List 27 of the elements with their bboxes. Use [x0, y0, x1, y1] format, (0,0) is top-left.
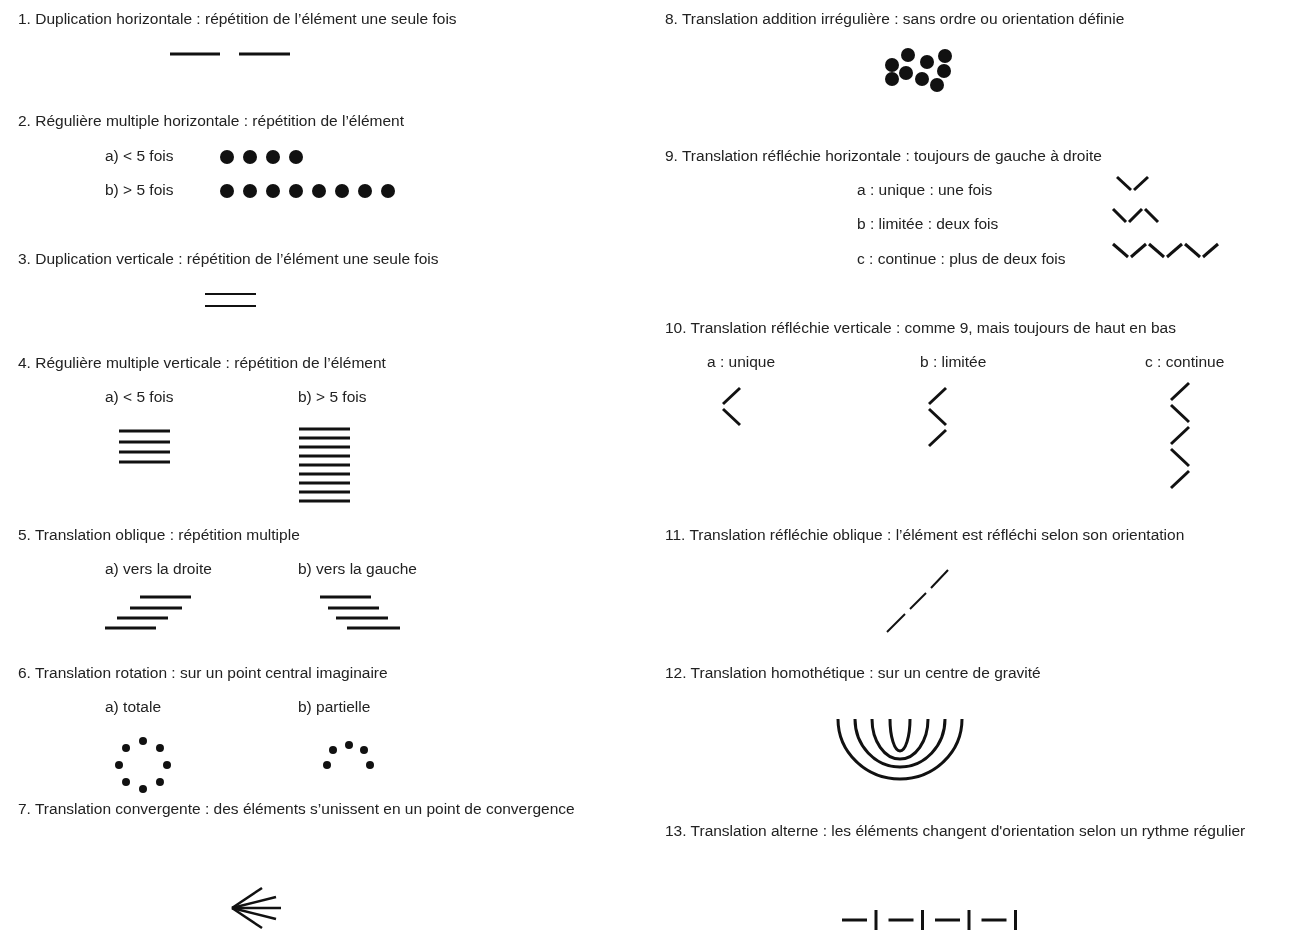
section-heading: 1. Duplication horizontale : répétition de l’élément une seule fois [18, 9, 457, 28]
section-heading: 10. Translation réfléchie verticale : comme 9, mais toujours de haut en bas [665, 318, 1176, 337]
section-heading: 2. Régulière multiple horizontale : répétition de l’élément [18, 111, 404, 130]
option-label: b) partielle [298, 697, 371, 716]
section-heading: 5. Translation oblique : répétition multiple [18, 525, 300, 544]
option-label: a : unique : une fois [857, 180, 993, 199]
section-heading: 12. Translation homothétique : sur un centre de gravité [665, 663, 1041, 682]
option-label: c : continue [1145, 352, 1225, 371]
option-label: b) vers la gauche [298, 559, 417, 578]
section-heading: 6. Translation rotation : sur un point central imaginaire [18, 663, 388, 682]
section-heading: 7. Translation convergente : des éléments s’unissent en un point de convergence [18, 799, 576, 818]
option-label: b : limitée : deux fois [857, 214, 999, 233]
section-heading: 13. Translation alterne : les éléments changent d'orientation selon un rythme régulier [665, 821, 1247, 840]
option-label: a) < 5 fois [105, 387, 174, 406]
option-label: a : unique [707, 352, 776, 371]
option-label: a) vers la droite [105, 559, 212, 578]
option-label: a) totale [105, 697, 161, 716]
option-label: b : limitée [920, 352, 987, 371]
option-label: b) > 5 fois [105, 180, 174, 199]
option-label: a) < 5 fois [105, 146, 174, 165]
section-heading: 8. Translation addition irrégulière : sans ordre ou orientation définie [665, 9, 1125, 28]
option-label: c : continue : plus de deux fois [857, 249, 1066, 268]
section-heading: 3. Duplication verticale : répétition de l’élément une seule fois [18, 249, 439, 268]
section-heading: 11. Translation réfléchie oblique : l’élément est réfléchi selon son orientation [665, 525, 1185, 544]
section-heading: 4. Régulière multiple verticale : répétition de l’élément [18, 353, 386, 372]
option-label: b) > 5 fois [298, 387, 367, 406]
section-heading: 9. Translation réfléchie horizontale : toujours de gauche à droite [665, 146, 1102, 165]
